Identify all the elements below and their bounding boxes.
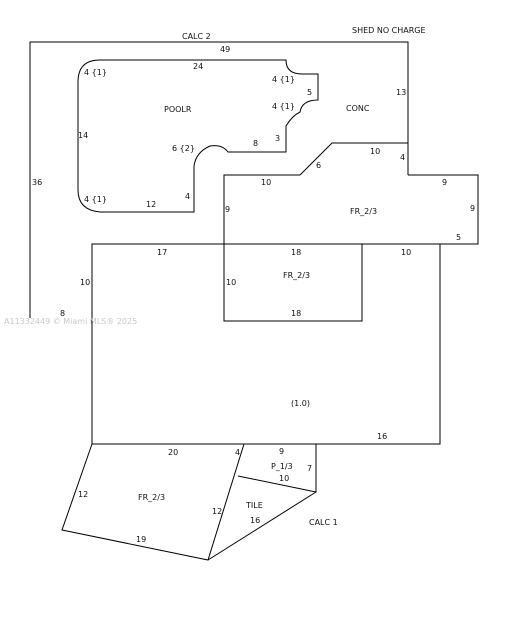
- dim-label: 7: [307, 464, 312, 473]
- dim-label: 14: [78, 131, 88, 140]
- dim-label: 12: [78, 490, 88, 499]
- dim-label: 18: [291, 309, 301, 318]
- main-area-label: (1.0): [291, 399, 310, 408]
- dim-label: 49: [220, 45, 230, 54]
- dim-label: 4: [185, 192, 190, 201]
- dim-label: 5: [307, 88, 312, 97]
- dim-label: 9: [279, 447, 284, 456]
- dim-label: 4: [400, 153, 405, 162]
- dim-label: 12: [146, 200, 156, 209]
- dim-label: 18: [291, 248, 301, 257]
- dim-label: 3: [275, 134, 280, 143]
- dim-label: 10: [226, 278, 236, 287]
- dim-label: 24: [193, 62, 203, 71]
- dim-label: 4: [235, 448, 240, 457]
- fr-upper-right-label: FR_2/3: [350, 207, 377, 216]
- dim-label: 4 {1}: [84, 68, 107, 77]
- dim-label: 6: [316, 161, 321, 170]
- shed-label: SHED NO CHARGE: [352, 26, 426, 35]
- dim-label: 4 {1}: [272, 75, 295, 84]
- fr-middle-label: FR_2/3: [283, 271, 310, 280]
- calc1-label: CALC 1: [309, 518, 338, 527]
- calc2-label: CALC 2: [182, 32, 211, 41]
- tile-label: TILE: [245, 501, 263, 510]
- watermark: A11332449 © Miami MLS® 2025: [4, 317, 137, 326]
- dim-label: 36: [32, 178, 42, 187]
- fr-lower-left-outline: [61, 443, 245, 561]
- dim-label: 10: [80, 278, 90, 287]
- dim-label: 4 {1}: [272, 102, 295, 111]
- poolr-label: POOLR: [164, 105, 192, 114]
- fr-upper-right-outline: [223, 174, 300, 244]
- dim-label: 4 {1}: [84, 195, 107, 204]
- fr-upper-right-outline-right: [408, 174, 479, 245]
- dim-label: 10: [279, 474, 289, 483]
- dim-label: 8: [60, 309, 65, 318]
- p13-outline: [237, 443, 317, 493]
- fr-lower-left-label: FR_2/3: [138, 493, 165, 502]
- dim-label: 9: [470, 204, 475, 213]
- calc2-outline: [29, 41, 409, 318]
- dim-label: 19: [136, 535, 146, 544]
- dim-label: 12: [212, 507, 222, 516]
- fr-middle-outline: [223, 244, 363, 322]
- pool-outline: [77, 59, 319, 213]
- dim-label: 17: [157, 248, 167, 257]
- dim-label: 13: [396, 88, 406, 97]
- dim-label: 10: [261, 178, 271, 187]
- conc-label: CONC: [346, 104, 370, 113]
- dim-label: 9: [442, 178, 447, 187]
- dim-label: 10: [401, 248, 411, 257]
- dim-label: 6 {2}: [172, 144, 195, 153]
- dim-label: 5: [456, 233, 461, 242]
- dim-label: 16: [377, 432, 387, 441]
- dim-label: 16: [250, 516, 260, 525]
- dim-label: 8: [253, 139, 258, 148]
- conc-outline: [299, 142, 409, 176]
- tile-outline: [207, 491, 317, 561]
- p13-label: P_1/3: [271, 462, 293, 471]
- dim-label: 20: [168, 448, 178, 457]
- dim-label: 10: [370, 147, 380, 156]
- dim-label: 9: [225, 205, 230, 214]
- main-area-outline: [91, 243, 441, 445]
